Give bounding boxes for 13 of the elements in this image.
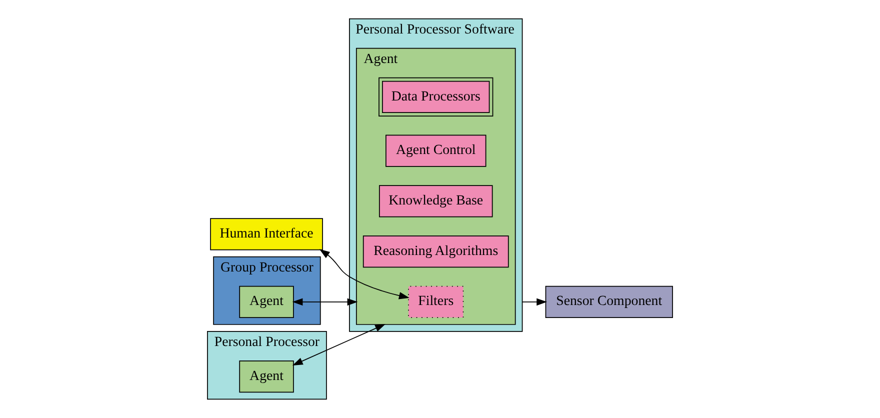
node-box: Reasoning Algorithms <box>362 235 509 268</box>
arrow <box>292 298 358 306</box>
arrow <box>319 249 410 300</box>
node-box: Agent Control <box>386 134 486 167</box>
node-box: Agent <box>239 286 294 318</box>
node-box: Data Processors <box>378 77 494 116</box>
node-box: Filters <box>408 286 464 318</box>
node-box: Human Interface <box>210 218 323 250</box>
arrow <box>292 324 386 366</box>
node-box: Agent <box>239 360 294 393</box>
node-box: Sensor Component <box>545 286 673 318</box>
arrow <box>522 298 548 306</box>
node-box: Knowledge Base <box>379 185 493 218</box>
